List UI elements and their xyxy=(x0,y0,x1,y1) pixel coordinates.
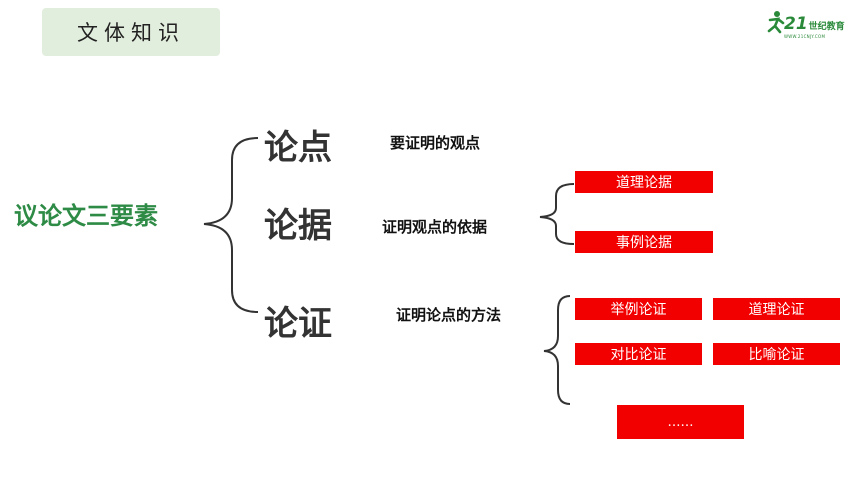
element-title-thesis: 论点 xyxy=(264,128,332,168)
evidence-type-box: 事例论据 xyxy=(575,231,713,253)
method-box: 举例论证 xyxy=(575,298,702,320)
element-desc-evidence: 证明观点的依据 xyxy=(382,218,488,236)
section-tag-label: 文体知识 xyxy=(77,21,185,45)
brand-logo: 21世纪教育 WWW.21CNJY.COM xyxy=(764,10,848,44)
element-desc-argumentation: 证明论点的方法 xyxy=(396,306,502,324)
element-desc-thesis: 要证明的观点 xyxy=(390,134,481,152)
element-title-evidence: 论据 xyxy=(264,206,332,246)
element-title-argumentation: 论证 xyxy=(264,304,332,344)
method-box: 对比论证 xyxy=(575,343,702,365)
method-box-more: …… xyxy=(617,405,744,439)
diagram-root: 议论文三要素 xyxy=(14,202,158,230)
section-tag: 文体知识 xyxy=(42,8,220,56)
method-box: 比喻论证 xyxy=(713,343,840,365)
runner-icon xyxy=(767,11,785,34)
logo-tagline: WWW.21CNJY.COM xyxy=(784,34,826,39)
evidence-type-box: 道理论据 xyxy=(575,171,713,193)
logo-brand: 21世纪教育 xyxy=(784,14,845,34)
method-box: 道理论证 xyxy=(713,298,840,320)
